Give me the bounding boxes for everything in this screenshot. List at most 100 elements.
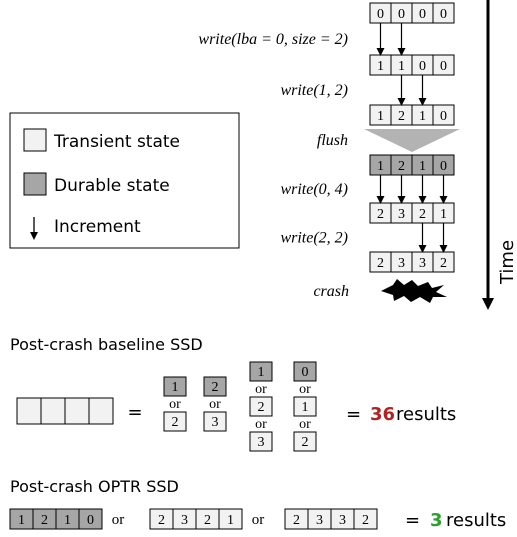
cell-value: 1 [398, 59, 405, 74]
cell [16, 397, 42, 425]
cell-value: 2 [302, 435, 309, 450]
cell-value: 2 [204, 513, 211, 528]
cell-value: 1 [258, 365, 265, 380]
cell-value: 1 [172, 380, 179, 395]
cell-value: 1 [18, 513, 25, 528]
transient-cell [293, 396, 317, 417]
equals-sign: = [127, 402, 142, 423]
cell-value: 0 [398, 7, 405, 22]
operation-label: write(lba = 0, size = 2) [198, 31, 348, 48]
cell-value: 0 [377, 7, 384, 22]
cell [78, 508, 103, 530]
cell-value: 2 [398, 159, 405, 174]
baseline-result-count: 36 [370, 404, 395, 425]
optr-result-count: 3 [430, 510, 443, 531]
cell-value: 2 [398, 109, 405, 124]
cell-value: 0 [440, 109, 447, 124]
time-axis: Time [482, 0, 517, 310]
cell-value: 3 [398, 256, 405, 271]
legend: Transient state Durable state Increment [9, 112, 240, 249]
unknown-state-row [16, 397, 114, 425]
result-word: results [396, 404, 456, 425]
durable-cell [163, 376, 187, 397]
legend-transient-label: Transient state [53, 132, 180, 152]
cell-value: 0 [87, 513, 94, 528]
cell [40, 397, 66, 425]
cell-value: 1 [377, 59, 384, 74]
cell-value: 3 [258, 435, 265, 450]
cell [432, 2, 455, 24]
cell-value: 3 [339, 513, 346, 528]
or-word: or [209, 397, 221, 412]
time-label: Time [497, 240, 517, 285]
baseline-title: Post-crash baseline SSD [10, 335, 203, 354]
cell-value: 2 [419, 207, 426, 222]
operation-label: write(0, 4) [280, 181, 348, 198]
cell-value: 0 [419, 59, 426, 74]
baseline-column: 2 or 3 [203, 376, 227, 432]
legend-durable-label: Durable state [54, 176, 170, 196]
cell-value: 1 [377, 109, 384, 124]
cell-value: 2 [440, 256, 447, 271]
cell-value: 1 [227, 513, 234, 528]
optr-option-row: 1 2 1 0 [9, 508, 103, 530]
cell-value: 3 [212, 415, 219, 430]
cell-value: 2 [158, 513, 165, 528]
operation-label: flush [317, 132, 348, 149]
cell-value: 1 [302, 400, 309, 415]
cell [432, 104, 455, 126]
operation-label: write(2, 2) [280, 230, 348, 247]
transient-cell [163, 411, 187, 432]
cell-value: 2 [41, 513, 48, 528]
cell-value: 3 [419, 256, 426, 271]
cell-value: 0 [419, 7, 426, 22]
transient-cell [249, 431, 273, 452]
cell-value: 3 [181, 513, 188, 528]
or-word: or [255, 417, 267, 432]
cell-value: 0 [440, 7, 447, 22]
cell-value: 1 [419, 159, 426, 174]
cell-value: 1 [64, 513, 71, 528]
cell-value: 2 [362, 513, 369, 528]
crash-burst-icon [381, 279, 447, 303]
transient-cell [203, 411, 227, 432]
or-word: or [299, 382, 311, 397]
operation-label: write(1, 2) [280, 82, 348, 99]
flush-arrow-icon [364, 129, 460, 152]
cell-value: 3 [398, 207, 405, 222]
durable-cell [249, 361, 273, 382]
baseline-column: 1 or 2 [163, 376, 187, 432]
or-word: or [252, 512, 265, 528]
cell-value: 0 [440, 159, 447, 174]
cell-value: 2 [377, 207, 384, 222]
durable-cell [203, 376, 227, 397]
or-word: or [255, 382, 267, 397]
optr-option-row: 2 3 2 1 [149, 508, 243, 530]
legend-increment-label: Increment [54, 217, 141, 237]
or-word: or [169, 397, 181, 412]
cell-value: 1 [377, 159, 384, 174]
cell-value: 0 [302, 365, 309, 380]
durable-cell [293, 361, 317, 382]
legend-box [9, 112, 240, 249]
transient-cell [293, 431, 317, 452]
result-equals: = [405, 510, 420, 531]
cell-value: 1 [440, 207, 447, 222]
cell-value: 2 [212, 380, 219, 395]
cell-value: 1 [419, 109, 426, 124]
or-word: or [112, 512, 125, 528]
cell-value: 2 [377, 256, 384, 271]
durable-swatch [23, 172, 47, 196]
cell-value: 2 [172, 415, 179, 430]
result-word: results [446, 510, 506, 531]
